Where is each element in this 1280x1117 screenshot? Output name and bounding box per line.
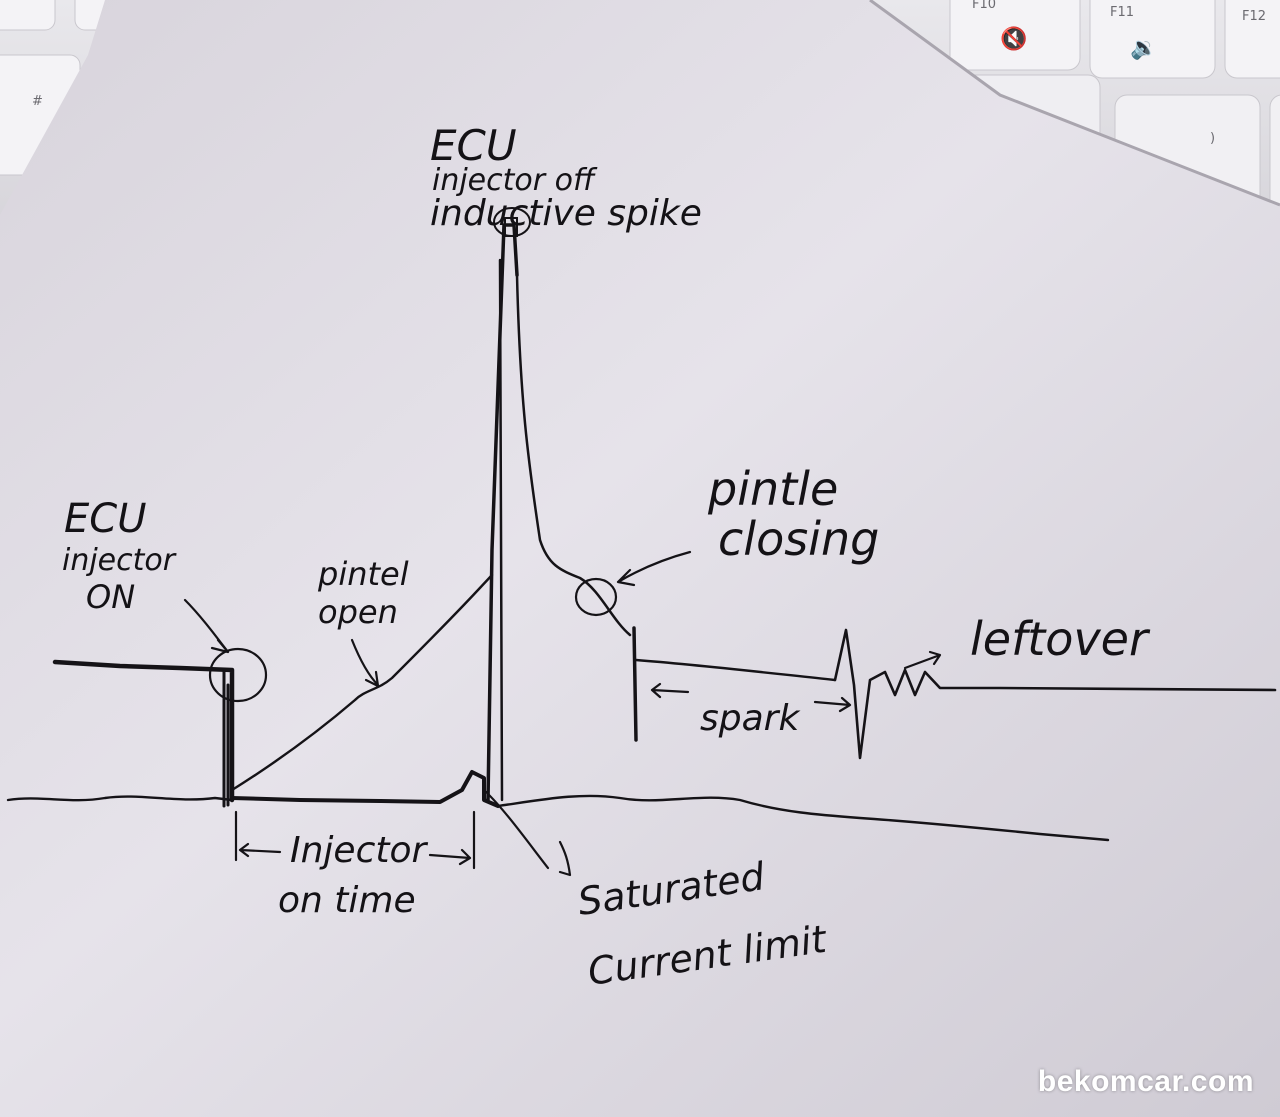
inductive-spike-decay (498, 258, 632, 802)
pintel-open-line-1: pintel (317, 555, 409, 593)
saturated-current-arrow (484, 790, 572, 877)
leftover-oscillation (833, 628, 1277, 760)
mute-icon: 🔇 (1000, 26, 1027, 52)
keyboard-key-f10 (949, 0, 1081, 71)
ground-baseline (6, 794, 1110, 842)
ecu-on-line-1: ECU (64, 496, 146, 542)
ecu-on-line-2: injector (62, 543, 177, 578)
keyboard-key-f11 (1089, 0, 1216, 79)
paren-key-glyph: ) (1210, 131, 1215, 146)
paper-edge-shadow (869, 0, 1280, 207)
ecu-off-line-3: inductive spike (430, 193, 702, 234)
pintle-closing-line-2: closing (718, 512, 879, 566)
current-ramp-line (230, 573, 494, 792)
leftover-arrow (903, 650, 942, 670)
spike-peak-circle (493, 207, 531, 237)
label-leftover: leftover (970, 612, 1151, 666)
pintel-open-arrow (350, 638, 380, 688)
keyboard-key-f12 (1224, 0, 1280, 79)
key-label-f10: F10 (972, 0, 996, 12)
label-ecu-injector-off: ECU injector off inductive spike (430, 121, 702, 234)
injector-on-drop (222, 670, 230, 808)
ecu-on-line-3: ON (86, 578, 135, 616)
label-spark: spark (700, 698, 801, 739)
ecu-off-line-2: injector off (432, 163, 598, 198)
ecu-off-line-1: ECU (430, 121, 517, 170)
label-pintel-open: pintel open (317, 555, 409, 631)
watermark: bekomcar.com (1037, 1065, 1254, 1098)
pintle-closing-arrow (616, 550, 692, 587)
ecu-on-circle (208, 647, 268, 703)
injector-on-current-trace (230, 770, 500, 808)
label-ecu-injector-on: ECU injector ON (62, 496, 177, 616)
label-pintle-closing: pintle closing (707, 462, 879, 566)
hash-key-glyph: # (32, 94, 43, 109)
on-time-line-2: on time (278, 880, 416, 921)
on-time-line-1: Injector (290, 830, 429, 871)
spark-span-arrow (650, 682, 852, 713)
volume-down-icon: 🔉 (1130, 36, 1157, 61)
spark-line (634, 658, 837, 682)
keyboard-key (0, 0, 56, 31)
pintle-closing-line-1: pintle (707, 462, 838, 516)
key-label-f11: F11 (1110, 5, 1134, 20)
keyboard-key (1269, 94, 1280, 226)
pintel-open-line-2: open (318, 593, 398, 631)
ecu-on-arrow (183, 598, 230, 654)
injector-on-time-span-arrow (234, 810, 476, 870)
pintle-closing-step (632, 626, 638, 742)
injector-off-voltage-level (52, 659, 235, 803)
key-label-f12: F12 (1242, 9, 1266, 24)
pintle-closing-circle (574, 577, 618, 617)
label-injector-on-time: Injector on time (278, 830, 429, 921)
